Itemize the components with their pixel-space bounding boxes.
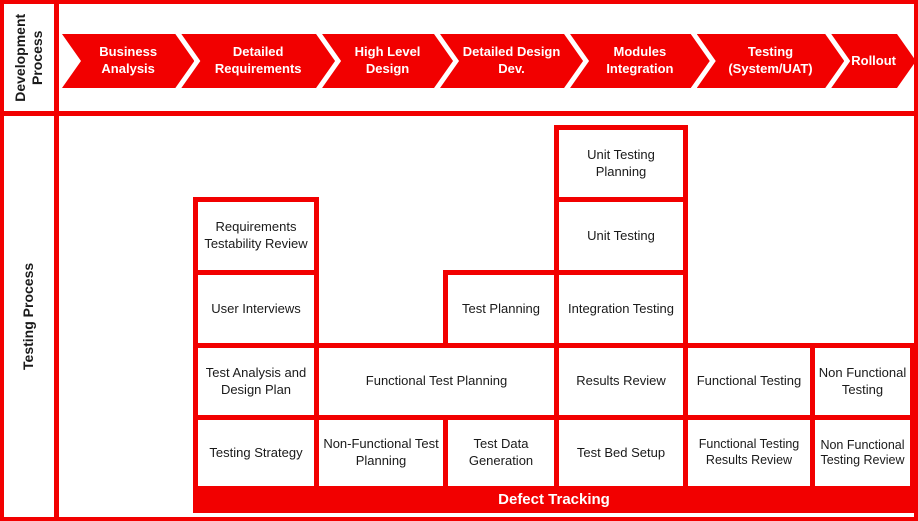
phase-chevron-testing-system-uat: Testing (System/UAT) xyxy=(697,34,844,88)
testing-process-label: Testing Process xyxy=(20,262,37,370)
cell-unit-testing-planning: Unit Testing Planning xyxy=(554,125,688,202)
cell-functional-test-planning: Functional Test Planning xyxy=(314,343,559,420)
phase-chevron-high-level-design: High Level Design xyxy=(322,34,453,88)
band-divider-line xyxy=(0,111,918,116)
cell-test-bed-setup: Test Bed Setup xyxy=(554,415,688,491)
cell-user-interviews: User Interviews xyxy=(193,270,319,348)
phase-chevron-modules-integration: Modules Integration xyxy=(570,34,710,88)
development-process-rail: Development Process xyxy=(4,4,54,111)
cell-unit-testing: Unit Testing xyxy=(554,197,688,275)
development-phase-flow: Business Analysis Detailed Requirements … xyxy=(62,34,916,88)
cell-integration-testing: Integration Testing xyxy=(554,270,688,348)
rail-divider-line xyxy=(54,0,59,521)
cell-functional-testing-results-review: Functional Testing Results Review xyxy=(683,415,815,491)
cell-results-review: Results Review xyxy=(554,343,688,420)
defect-tracking-bar: Defect Tracking xyxy=(193,486,915,513)
phase-chevron-detailed-design-dev: Detailed Design Dev. xyxy=(440,34,583,88)
testing-process-rail: Testing Process xyxy=(4,116,54,516)
cell-test-planning: Test Planning xyxy=(443,270,559,348)
cell-test-analysis-and-design-plan: Test Analysis and Design Plan xyxy=(193,343,319,420)
development-process-label: Development Process xyxy=(12,13,46,102)
cell-test-data-generation: Test Data Generation xyxy=(443,415,559,491)
defect-tracking-label: Defect Tracking xyxy=(498,491,610,508)
phase-chevron-business-analysis: Business Analysis xyxy=(62,34,194,88)
cell-non-functional-testing: Non Functional Testing xyxy=(810,343,915,420)
cell-testing-strategy: Testing Strategy xyxy=(193,415,319,491)
phase-chevron-detailed-requirements: Detailed Requirements xyxy=(181,34,335,88)
cell-non-functional-testing-review: Non Functional Testing Review xyxy=(810,415,915,491)
cell-requirements-testability-review: Requirements Testability Review xyxy=(193,197,319,275)
cell-functional-testing: Functional Testing xyxy=(683,343,815,420)
cell-non-functional-test-planning: Non-Functional Test Planning xyxy=(314,415,448,491)
